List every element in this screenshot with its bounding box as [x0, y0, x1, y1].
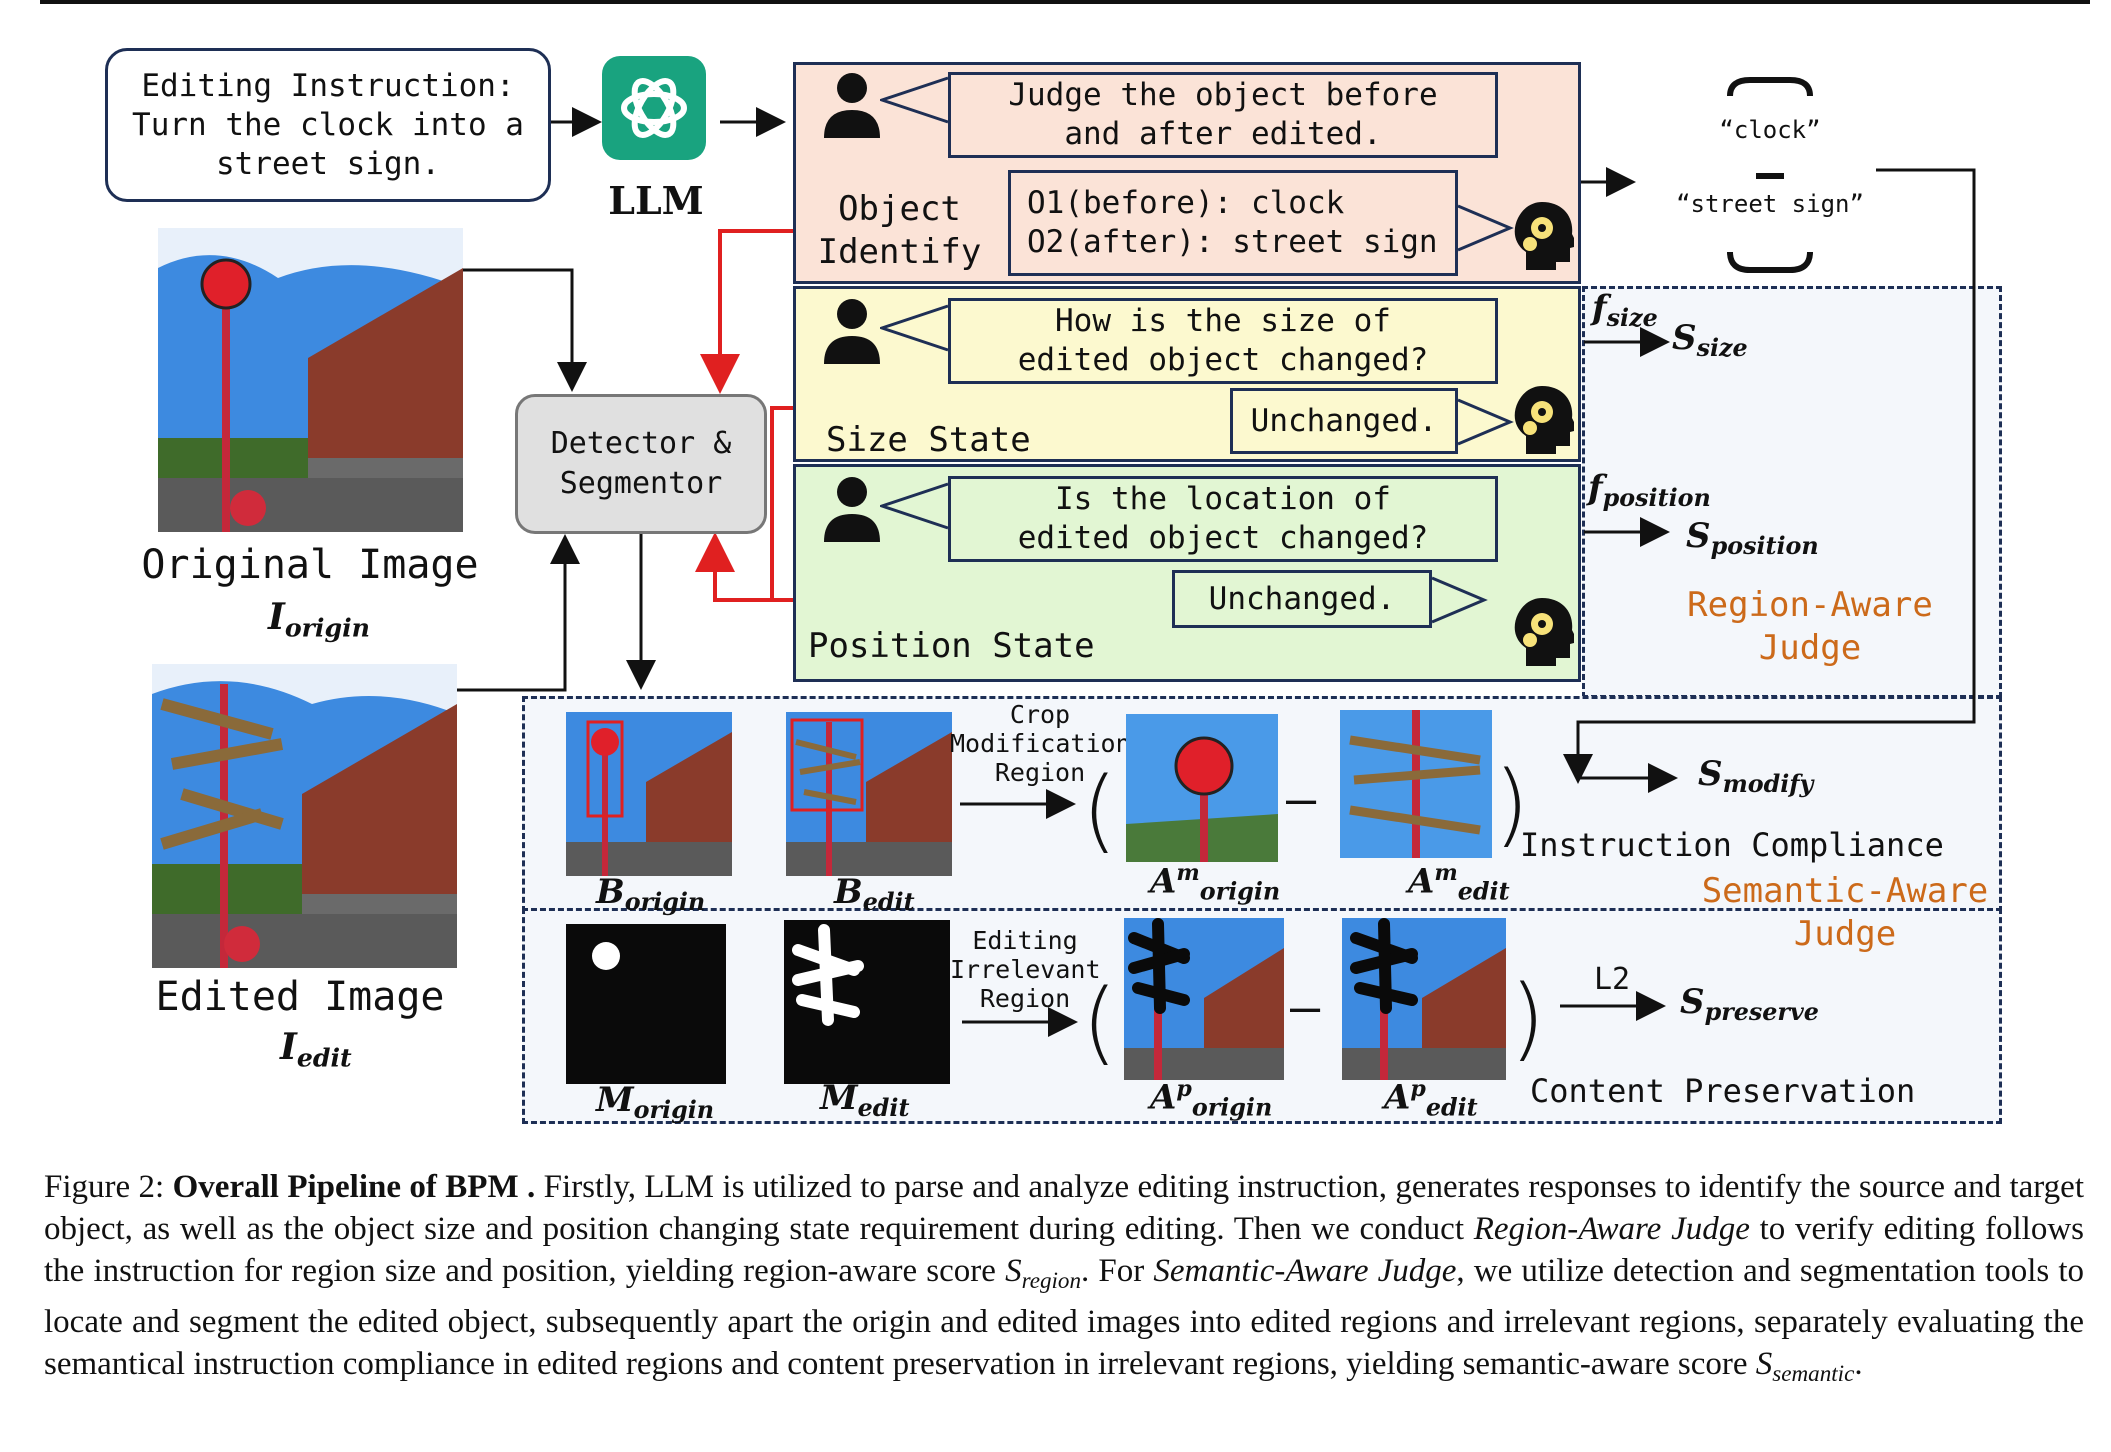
m-edit-symbol: Medit: [820, 1078, 910, 1123]
m-origin-mask: [566, 924, 726, 1084]
user-icon: [820, 296, 884, 366]
caption-bold: Overall Pipeline of BPM .: [172, 1169, 536, 1205]
caption-math-1: Sregion: [1005, 1253, 1082, 1293]
detector-segmentor-box: Detector & Segmentor: [515, 394, 767, 534]
object-after-label: “street sign”: [1676, 190, 1864, 218]
s-size-symbol: Ssize: [1672, 318, 1748, 363]
open-paren: (: [1082, 970, 1118, 1075]
caption-prefix: Figure 2:: [44, 1169, 173, 1205]
position-state-title: Position State: [808, 626, 1095, 666]
s-preserve-symbol: Spreserve: [1680, 982, 1819, 1027]
llm-label: LLM: [608, 178, 704, 223]
speech-tail-icon: [880, 482, 949, 530]
caption-part2: to verify editing follows the instructio…: [44, 1211, 2084, 1289]
caption-part5: .: [1854, 1345, 1863, 1382]
llm-logo-icon: [602, 56, 706, 160]
answer-tail-icon: [1457, 204, 1514, 252]
b-origin-image: [566, 712, 732, 876]
b-origin-symbol: Borigin: [596, 872, 706, 917]
user-icon: [820, 474, 884, 544]
user-icon: [820, 70, 884, 140]
i-edit-symbol: Iedit: [280, 1026, 352, 1073]
object-before-label: “clock”: [1719, 116, 1821, 144]
caption-part4: , we utilize detection and segmentation …: [44, 1253, 2085, 1382]
region-aware-judge-label: Region-Aware Judge: [1687, 585, 1933, 668]
am-edit-image: [1340, 710, 1492, 858]
close-paren: ): [1510, 966, 1546, 1071]
minus-sign: –: [1290, 978, 1321, 1036]
b-edit-symbol: Bedit: [834, 872, 915, 917]
am-edit-symbol: Amedit: [1408, 860, 1510, 906]
figure-caption: Figure 2: Overall Pipeline of BPM . Firs…: [44, 1166, 2084, 1394]
original-image-label: Original Image: [141, 542, 479, 588]
m-origin-symbol: Morigin: [596, 1080, 715, 1125]
answer-tail-icon: [1457, 398, 1514, 446]
ai-head-icon: [1512, 200, 1578, 272]
size-answer-box: Unchanged.: [1230, 388, 1458, 454]
position-answer-box: Unchanged.: [1172, 570, 1432, 628]
m-edit-mask: [784, 920, 950, 1084]
l2-label: L2: [1594, 962, 1631, 997]
ap-origin-symbol: Aporigin: [1150, 1076, 1273, 1122]
size-question-box: How is the size of edited object changed…: [948, 298, 1498, 384]
minus-sign: –: [1286, 770, 1317, 828]
am-origin-symbol: Amorigin: [1150, 860, 1281, 906]
content-preservation-label: Content Preservation: [1530, 1072, 1916, 1110]
answer-tail-icon: [1431, 576, 1488, 624]
instruction-compliance-label: Instruction Compliance: [1520, 826, 1944, 864]
s-position-symbol: Sposition: [1686, 516, 1819, 561]
caption-italic-2: Semantic-Aware Judge: [1153, 1253, 1457, 1289]
f-size-symbol: fsize: [1592, 288, 1658, 333]
s-modify-symbol: Smodify: [1698, 754, 1814, 799]
ap-origin-image: [1124, 918, 1284, 1080]
edited-image-label: Edited Image: [155, 974, 445, 1020]
ap-edit-symbol: Apedit: [1384, 1076, 1478, 1122]
top-rule: [40, 0, 2090, 4]
caption-math-2: Ssemantic: [1755, 1345, 1855, 1386]
semantic-aware-judge-label: Semantic-Aware Judge: [1701, 871, 1989, 954]
object-answer-box: O1(before): clock O2(after): street sign: [1008, 170, 1458, 276]
size-state-title: Size State: [826, 420, 1031, 460]
speech-tail-icon: [880, 304, 949, 352]
caption-italic-1: Region-Aware Judge: [1473, 1211, 1750, 1247]
edited-image: [152, 664, 457, 968]
editing-instruction-box: Editing Instruction: Turn the clock into…: [105, 48, 551, 202]
crop-region-label: Crop Modification Region: [950, 700, 1131, 787]
ap-edit-image: [1342, 918, 1506, 1080]
original-image: [158, 228, 463, 532]
ai-head-icon: [1512, 596, 1578, 668]
caption-part1: Firstly, LLM is utilized to parse and an…: [44, 1169, 2084, 1247]
object-question-box: Judge the object before and after edited…: [948, 72, 1498, 158]
position-question-box: Is the location of edited object changed…: [948, 476, 1498, 562]
i-origin-symbol: Iorigin: [268, 596, 370, 643]
f-position-symbol: fposition: [1588, 468, 1711, 513]
object-pair-bracket: [1727, 77, 1813, 273]
ai-head-icon: [1512, 384, 1578, 456]
caption-part3: . For: [1081, 1253, 1154, 1289]
open-paren: (: [1082, 758, 1118, 863]
am-origin-image: [1126, 714, 1278, 862]
irrelevant-region-label: Editing Irrelevant Region: [950, 926, 1101, 1013]
speech-tail-icon: [880, 76, 949, 124]
object-identify-title: Object Identify: [817, 189, 982, 272]
b-edit-image: [786, 712, 952, 876]
close-paren: ): [1494, 752, 1530, 857]
